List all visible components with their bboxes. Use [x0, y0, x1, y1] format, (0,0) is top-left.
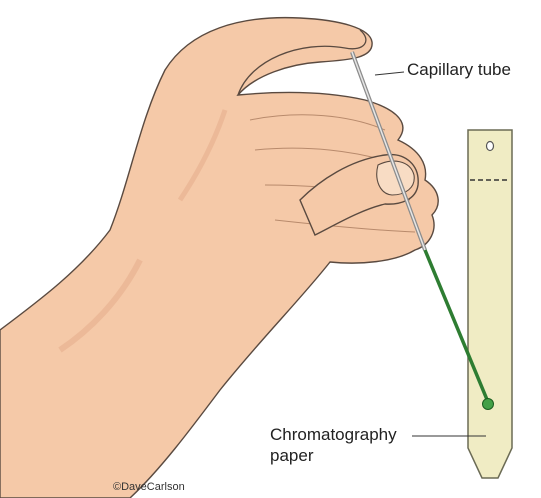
sample-spot: [483, 399, 494, 410]
chromatography-label-line1: Chromatography: [270, 424, 397, 445]
capillary-leader-line: [375, 72, 404, 75]
chromatography-label-line2: paper: [270, 445, 397, 466]
chromatography-paper-label: Chromatography paper: [270, 424, 397, 466]
chromatography-paper: [468, 130, 512, 478]
capillary-tube-label: Capillary tube: [407, 60, 511, 80]
copyright-credit: ©DaveCarlson: [113, 481, 185, 493]
paper-hole: [487, 142, 494, 151]
